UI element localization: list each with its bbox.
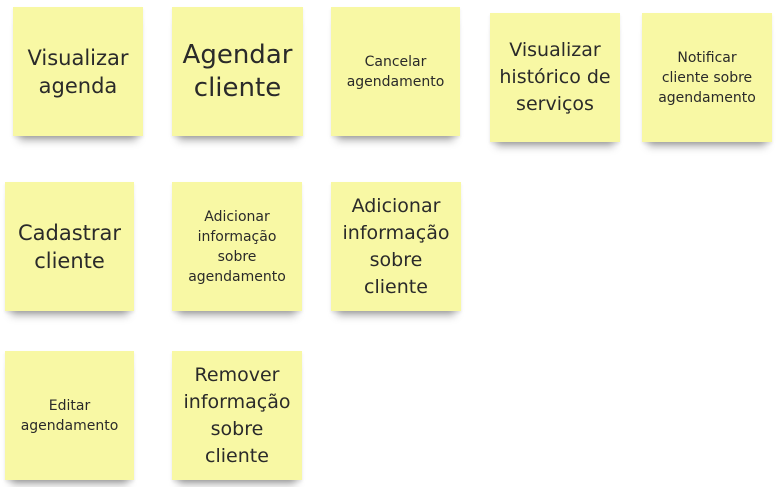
sticky-note-visualizar-historico[interactable]: Visualizar histórico de serviços: [490, 13, 620, 142]
sticky-note-text: Remover informação sobre cliente: [183, 363, 291, 467]
sticky-note-text: Adicionar informação sobre agendamento: [188, 208, 286, 285]
sticky-note-text: Cadastrar cliente: [17, 220, 122, 273]
sticky-note-text: Visualizar agenda: [27, 45, 129, 98]
sticky-note-text: Cancelar agendamento: [346, 53, 445, 90]
sticky-note-cancelar-agendamento[interactable]: Cancelar agendamento: [331, 7, 460, 136]
sticky-note-remover-info-cliente[interactable]: Remover informação sobre cliente: [172, 351, 302, 480]
sticky-note-editar-agendamento[interactable]: Editar agendamento: [5, 351, 134, 480]
sticky-note-agendar-cliente[interactable]: Agendar cliente: [172, 7, 303, 136]
sticky-note-adicionar-info-agendamento[interactable]: Adicionar informação sobre agendamento: [172, 182, 302, 311]
sticky-note-visualizar-agenda[interactable]: Visualizar agenda: [13, 7, 143, 136]
sticky-note-text: Agendar cliente: [182, 39, 293, 103]
sticky-note-cadastrar-cliente[interactable]: Cadastrar cliente: [5, 182, 134, 311]
sticky-note-text: Adicionar informação sobre cliente: [342, 194, 450, 298]
sticky-note-text: Notificar cliente sobre agendamento: [658, 49, 756, 106]
sticky-note-text: Editar agendamento: [20, 397, 119, 434]
sticky-note-notificar-cliente[interactable]: Notificar cliente sobre agendamento: [642, 13, 772, 142]
sticky-note-text: Visualizar histórico de serviços: [499, 39, 611, 115]
sticky-note-adicionar-info-cliente[interactable]: Adicionar informação sobre cliente: [331, 182, 461, 311]
